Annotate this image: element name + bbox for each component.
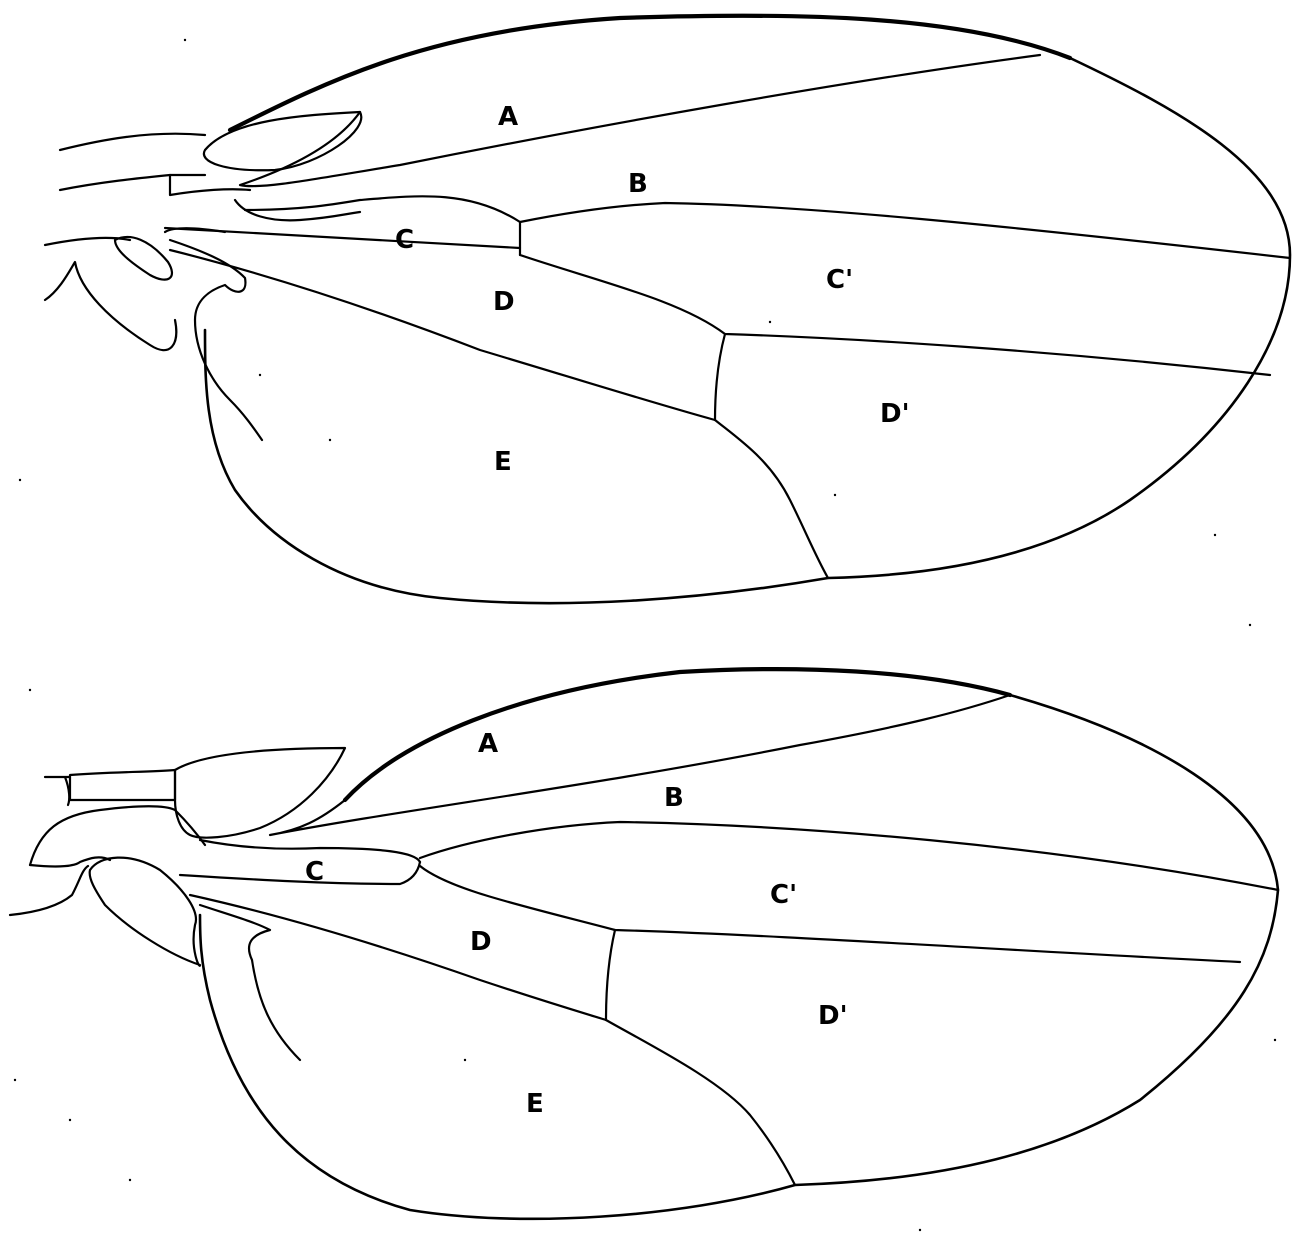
lower-wing-costal-margin [345,669,1010,800]
upper-wing-vein-cu-distal [715,420,828,578]
upper-wing-outline [205,58,1290,603]
lower-wing-alula [90,858,200,966]
lower-wing-vein-c-lower [180,862,420,884]
lower-wing-vein-r45 [420,822,1278,890]
lower-wing-vein-r1 [270,695,1010,835]
lower-wing-crossvein-dm-cu [606,930,615,1020]
lower-wing-vein-cu-front [190,895,606,1020]
lower-wing-jugal-lobe [200,905,300,1060]
upper-wing-cell-a-label: A [498,102,518,132]
upper-wing-crossvein-dm-cu [715,334,725,420]
upper-wing-base-left-curve [45,238,130,245]
upper-wing-base-stem-upper [60,134,205,150]
lower-wing-vein-m [420,866,1240,962]
lower-wing-base-lower-stem [30,806,205,865]
upper-wing-jugal-lobe [170,240,262,440]
upper-wing-cell-d-prime-label: D' [880,399,910,429]
upper-wing-base-stem-mid [60,175,250,195]
scan-specks [14,39,1276,1231]
upper-wing-cell-e-label: E [494,447,512,477]
upper-wing-base-lobe [204,112,361,170]
upper-wing-cell-d-label: D [493,287,515,317]
lower-wing-vein-cu-distal [606,1020,795,1185]
lower-wing-cell-a-label: A [478,729,498,759]
lower-wing-outline [200,695,1278,1219]
upper-wing-vein-r23 [245,196,520,222]
upper-wing-vein-m [520,255,1270,375]
lower-wing-cell-e-label: E [526,1089,544,1119]
upper-wing-vein-m-front [165,228,520,248]
lower-wing-cell-c-prime-label: C' [770,880,797,910]
upper-wing-vein-cu-front [170,250,715,420]
upper-wing-cell-c-prime-label: C' [826,265,853,295]
lower-wing-base-block [70,770,175,800]
lower-wing-cell-d-prime-label: D' [818,1001,848,1031]
upper-wing-vein-r45 [520,203,1290,258]
lower-wing-base-bar [45,777,70,805]
lower-wing-cell-c-label: C [305,857,324,887]
upper-wing-cell-c-label: C [395,225,414,255]
upper-wing-alula [115,237,172,280]
lower-wing: A B C C' D D' E [10,669,1278,1219]
upper-wing-calypter [45,262,176,350]
lower-wing-cell-b-label: B [664,783,684,813]
upper-wing: A B C C' D D' E [45,16,1290,603]
lower-wing-base-lobe [175,748,345,838]
lower-wing-cell-d-label: D [470,927,492,957]
upper-wing-cell-b-label: B [628,169,648,199]
lower-wing-calypter [10,866,88,915]
